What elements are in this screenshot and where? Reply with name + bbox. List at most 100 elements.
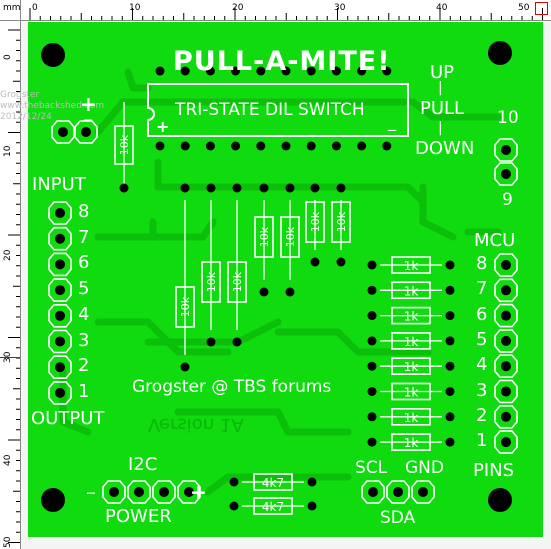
dil-switch-pin-bottom-9 (357, 141, 367, 151)
resistor-1k-4-pad-b (445, 361, 455, 371)
ruler-top-label-30: 30 (334, 3, 346, 13)
input-pin-label-1: 1 (78, 380, 90, 402)
pull-label: PULL (420, 98, 465, 119)
i2c-power-pad-4-outline (177, 480, 201, 504)
resistor-1k-1-label: 1k (404, 436, 419, 450)
resistor-1k-2-body (391, 407, 431, 426)
input-header-pad-7-outline (48, 226, 72, 251)
mcu-header-pad-2 (501, 411, 511, 422)
resistor-1k-4-body (391, 357, 431, 376)
i2c-power-pad-2-outline (127, 480, 151, 504)
up-label: UP (430, 62, 455, 83)
horizontal-ruler[interactable]: 0 10 20 30 40 50 (0, 0, 551, 21)
i2c-power-pad-1 (109, 487, 119, 497)
vertical-ruler[interactable]: 0 10 20 30 40 50 (0, 20, 21, 549)
resistor-1k-4-label: 1k (404, 360, 419, 374)
dil-switch-pin-top-1 (155, 66, 165, 76)
pin-10-label: 10 (497, 108, 519, 128)
mcu-label: MCU (474, 230, 516, 251)
watermark-url: www.thebackshed.com (0, 101, 105, 111)
dil-switch-pin-bottom-6 (281, 141, 291, 151)
power-minus-label: – (86, 480, 96, 504)
dil-switch-pin-top-9 (357, 66, 367, 76)
i2c-bus-pad-1 (368, 487, 378, 497)
switch-minus-label: _ (388, 112, 396, 131)
ruler-unit-label: mm (3, 3, 21, 13)
mcu-pin-label-2: 2 (476, 404, 488, 426)
resistor-r2-pad-a (180, 183, 190, 193)
resistor-r8-body (331, 201, 351, 243)
resistor-1k-3-pad-a (367, 387, 377, 396)
top-power-pad-2-outline (74, 120, 98, 144)
ruler-top-label-40: 40 (436, 3, 448, 13)
resistor-r6-pad-b (285, 287, 295, 297)
resistor-r4-body (227, 261, 247, 303)
mcu-header-pad-2-outline (494, 404, 518, 429)
resistor-r5-pad-a (259, 183, 269, 193)
dil-switch-pin-top-2 (180, 66, 190, 76)
i2c-label: I2C (128, 454, 158, 475)
input-header-pad-1 (55, 387, 65, 398)
mcu-header-pad-6 (501, 310, 511, 321)
i2c-bus-pad-1-outline (361, 480, 385, 504)
input-pin-label-2: 2 (78, 355, 90, 377)
resistor-1k-4-pad-a (367, 361, 377, 371)
ruler-end-marker[interactable] (535, 2, 548, 15)
version-mirror-label: Version 1A (148, 414, 244, 435)
resistor-r1-pad (119, 183, 129, 193)
pins-label: PINS (473, 460, 515, 481)
resistor-4k7-1-pad-b (307, 477, 317, 487)
resistor-r7-body (305, 201, 325, 243)
input-header-pad-8 (55, 208, 65, 218)
resistor-1k-3-pad-b (445, 387, 455, 396)
mcu-header-pad-7 (501, 285, 511, 296)
down-label: DOWN (415, 138, 475, 159)
dil-switch-pin-top-6 (281, 66, 291, 76)
input-header-pad-3-outline (48, 329, 72, 354)
watermark-date: 2012/12/24 (0, 112, 52, 122)
ruler-top-label-50: 50 (518, 3, 530, 13)
resistor-1k-5-label: 1k (404, 335, 419, 349)
resistor-4k7-2-pad-b (307, 501, 317, 511)
mcu-header-pad-6-outline (494, 303, 518, 328)
resistor-1k-7-body (391, 281, 431, 300)
ruler-top-label-0: 0 (32, 3, 38, 13)
pin-10-pad-outline (494, 138, 518, 162)
resistor-1k-2-pad-a (367, 412, 377, 422)
resistor-1k-6-body (391, 306, 431, 325)
mcu-header-pad-1 (501, 437, 511, 448)
ruler-top-label-10: 10 (129, 3, 141, 13)
resistor-1k-7-label: 1k (404, 284, 419, 298)
resistor-1k-6-pad-b (445, 311, 455, 321)
pin-10-pad (501, 145, 511, 155)
top-power-pad-2 (81, 127, 91, 137)
input-header-pad-2-outline (48, 355, 72, 380)
resistor-1k-8-pad-a (367, 260, 377, 270)
mcu-header-pad-7-outline (494, 278, 518, 303)
output-label: OUTPUT (31, 408, 105, 429)
resistor-4k7-2-body (253, 497, 293, 515)
mcu-header-pad-4-outline (494, 354, 518, 379)
resistor-r8-pad-b (336, 257, 346, 267)
dil-switch-pin-bottom-10 (382, 141, 392, 151)
resistor-1k-3-body (391, 382, 431, 401)
mcu-header-pad-1-outline (494, 430, 518, 454)
input-pin-label-8: 8 (78, 201, 90, 222)
input-pin-label-7: 7 (78, 226, 90, 248)
scl-label: SCL (355, 458, 388, 478)
resistor-r6-label: 10k (284, 226, 297, 247)
resistor-1k-8-body (391, 256, 431, 274)
mcu-header-pad-5 (501, 335, 511, 346)
credit-label: Grogster @ TBS forums (132, 377, 332, 397)
resistor-1k-6-pad-a (367, 311, 377, 321)
input-header-pad-6-outline (48, 252, 72, 277)
ruler-left-ticks (8, 29, 20, 543)
resistor-1k-5-pad-a (367, 336, 377, 346)
resistor-1k-1-pad-a (367, 437, 377, 447)
dash-up-label: | (438, 80, 443, 96)
i2c-power-pad-4 (184, 487, 194, 497)
mcu-pin-label-6: 6 (476, 303, 488, 325)
